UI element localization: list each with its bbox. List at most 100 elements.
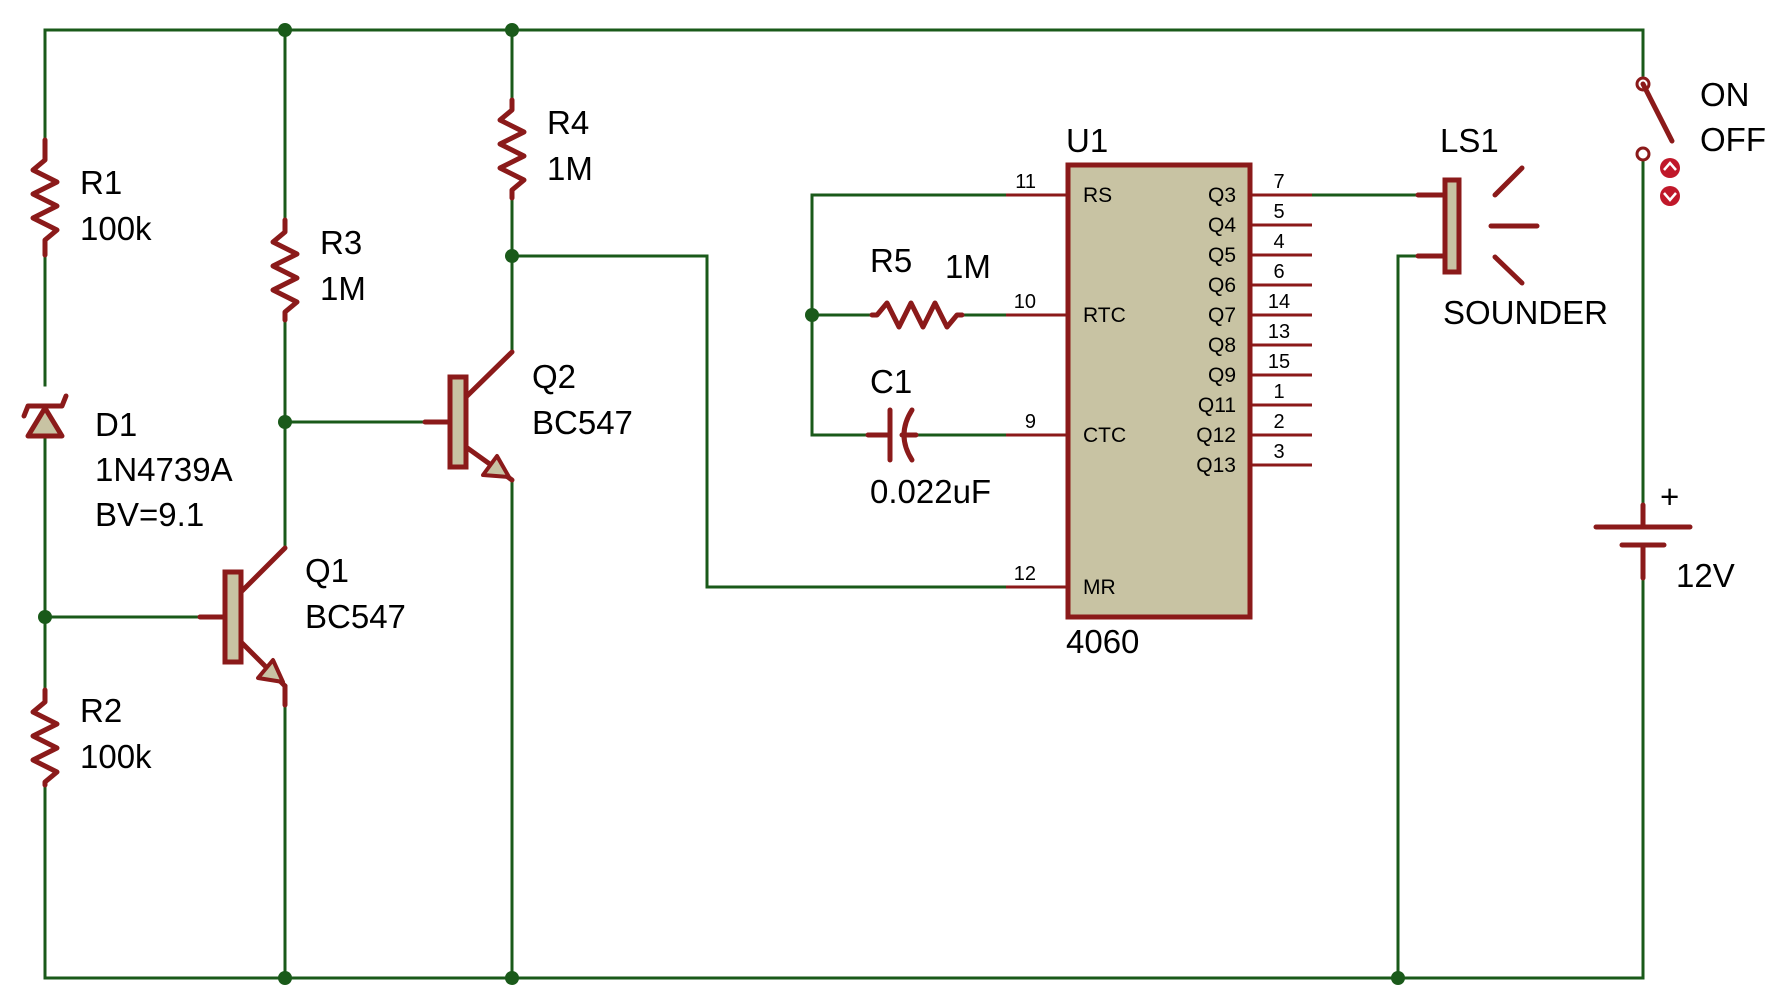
transistor-q2-arrow	[481, 454, 511, 479]
junction-dot	[278, 23, 292, 37]
zener-diode-d1-ref: D1	[95, 406, 137, 443]
junctions	[38, 23, 1405, 985]
ic-pin-num-11: 11	[1015, 171, 1036, 193]
ic-pin-num-10: 10	[1014, 291, 1036, 313]
ic-u1: U1 4060 RS RTC CTC MR 11 10 9 12 Q3 Q4 Q…	[1006, 122, 1312, 660]
transistor-q2-part: BC547	[532, 404, 633, 441]
ic-pin-name-q7: Q7	[1208, 304, 1236, 327]
switch-toggle-down-arrow	[1663, 192, 1677, 202]
ic-pin-num-7: 7	[1273, 171, 1284, 193]
ic-pin-name-rs: RS	[1083, 184, 1112, 207]
ic-u1-body	[1065, 162, 1253, 620]
wires	[43, 28, 1645, 980]
zener-diode-d1-part: 1N4739A	[95, 451, 233, 488]
sounder-ls1: LS1 SOUNDER	[1415, 122, 1608, 331]
bottom-rail-wire	[43, 576, 1645, 980]
ic-pin-name-q3: Q3	[1208, 184, 1236, 207]
zener-diode-d1: D1 1N4739A BV=9.1	[21, 393, 233, 533]
ic-pin-num-1: 1	[1273, 381, 1284, 403]
capacitor-c1: C1 0.022uF	[865, 363, 991, 510]
resistor-r4: R4 1M	[497, 97, 593, 201]
switch-on-label: ON	[1700, 76, 1750, 113]
sounder-ls1-body	[1442, 177, 1462, 275]
ic-pin-num-2: 2	[1273, 411, 1284, 433]
ic-pin-num-9: 9	[1025, 411, 1036, 433]
junction-dot	[1391, 971, 1405, 985]
top-rail-wire	[43, 28, 1645, 77]
transistor-q1-arrow	[256, 658, 285, 684]
ic-pin-num-3: 3	[1273, 441, 1284, 463]
ic-pin-name-mr: MR	[1083, 576, 1116, 599]
ic-pin-num-6: 6	[1273, 261, 1284, 283]
sounder-ls1-wave-top	[1492, 165, 1525, 198]
sounder-ls1-part: SOUNDER	[1443, 294, 1608, 331]
ic-pin-num-12: 12	[1014, 563, 1036, 585]
switch-toggle-down-icon	[1660, 186, 1680, 206]
transistor-q1: Q1 BC547	[197, 545, 406, 708]
ic-pin-name-rtc: RTC	[1083, 304, 1126, 327]
ic-pin-num-13: 13	[1268, 321, 1290, 343]
transistor-q2: Q2 BC547	[422, 349, 633, 483]
transistor-q1-part: BC547	[305, 598, 406, 635]
resistor-r3-value: 1M	[320, 270, 366, 307]
switch-toggle-up-arrow	[1663, 161, 1677, 171]
switch-toggle-up-icon	[1660, 158, 1680, 178]
resistor-r4-value: 1M	[547, 150, 593, 187]
ic-pin-name-ctc: CTC	[1083, 424, 1126, 447]
ic-pin-num-4: 4	[1273, 231, 1284, 253]
resistor-r1-ref: R1	[80, 164, 122, 201]
sounder-ls1-wave-bottom	[1492, 254, 1525, 286]
junction-dot	[38, 610, 52, 624]
switch-lever	[1640, 81, 1675, 144]
resistor-r4-ref: R4	[547, 104, 589, 141]
junction-dot	[505, 23, 519, 37]
ic-pin-name-q4: Q4	[1208, 214, 1236, 237]
ic-pin-num-14: 14	[1268, 291, 1290, 313]
resistor-r2: R2 100k	[30, 687, 152, 788]
battery-plus-label: +	[1660, 478, 1679, 515]
capacitor-c1-value: 0.022uF	[870, 473, 991, 510]
ic-u1-part: 4060	[1066, 623, 1139, 660]
zener-diode-d1-param: BV=9.1	[95, 496, 204, 533]
ic-pin-name-q11: Q11	[1198, 394, 1236, 417]
mr-reset-wire	[510, 254, 1008, 589]
ic-pin-num-5: 5	[1273, 201, 1284, 223]
junction-dot	[505, 249, 519, 263]
ic-pin-name-q8: Q8	[1208, 334, 1236, 357]
resistor-r3-ref: R3	[320, 224, 362, 261]
junction-dot	[278, 415, 292, 429]
resistor-r4-symbol	[497, 97, 527, 201]
zener-diode-d1-cathode	[21, 393, 69, 419]
power-switch: ON OFF	[1635, 76, 1766, 206]
resistor-r5-value: 1M	[945, 248, 991, 285]
resistor-r5-symbol	[869, 300, 965, 330]
battery: + 12V	[1593, 478, 1735, 594]
resistor-r5: R5 1M	[869, 242, 991, 330]
resistor-r2-symbol	[30, 687, 60, 788]
resistor-r3: R3 1M	[270, 217, 366, 323]
transistor-q1-collector	[238, 545, 288, 595]
ic-pin-name-q5: Q5	[1208, 244, 1236, 267]
ic-pin-name-q9: Q9	[1208, 364, 1236, 387]
transistor-q2-collector	[463, 349, 515, 400]
zener-diode-d1-symbol	[25, 405, 65, 439]
ic-pin-num-15: 15	[1268, 351, 1290, 373]
ic-u1-ref: U1	[1066, 122, 1108, 159]
ic-pin-name-q13: Q13	[1196, 454, 1236, 477]
sounder-ground-wire	[1396, 254, 1420, 980]
switch-contact-bottom	[1635, 146, 1651, 162]
resistor-r1-symbol	[30, 137, 60, 258]
sounder-ls1-ref: LS1	[1440, 122, 1499, 159]
battery-voltage-label: 12V	[1676, 557, 1735, 594]
resistor-r5-ref: R5	[870, 242, 912, 279]
switch-off-label: OFF	[1700, 121, 1766, 158]
resistor-r3-symbol	[270, 217, 300, 323]
ic-pin-name-q6: Q6	[1208, 274, 1236, 297]
junction-dot	[805, 308, 819, 322]
transistor-q1-ref: Q1	[305, 552, 349, 589]
resistor-r2-value: 100k	[80, 738, 152, 775]
resistor-r1-value: 100k	[80, 210, 152, 247]
resistor-r2-ref: R2	[80, 692, 122, 729]
junction-dot	[505, 971, 519, 985]
resistor-r1: R1 100k	[30, 137, 152, 258]
